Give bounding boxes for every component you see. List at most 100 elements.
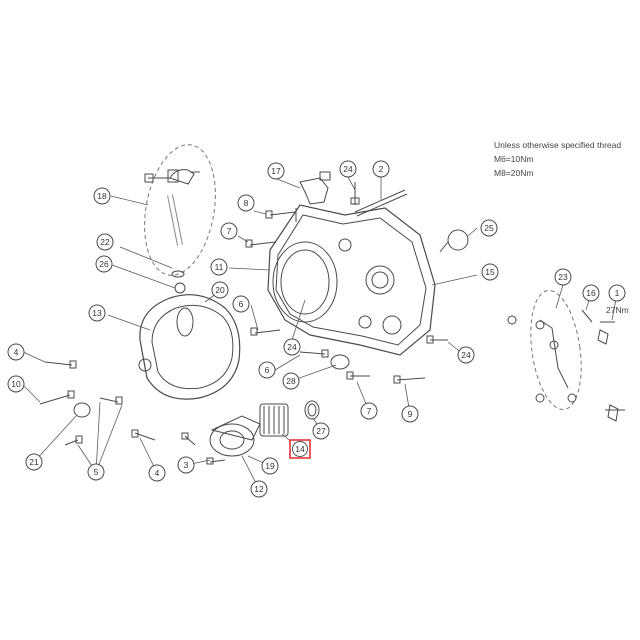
callout-circle	[258, 361, 276, 379]
callout-17: 17	[267, 162, 285, 180]
callout-24: 24	[457, 346, 475, 364]
callout-circle	[608, 284, 626, 302]
callout-number: 21	[29, 457, 39, 467]
callout-number: 5	[94, 467, 99, 477]
callout-circle	[339, 160, 357, 178]
callout-circle	[87, 463, 105, 481]
callout-4: 4	[7, 343, 25, 361]
callout-circle	[283, 338, 301, 356]
callout-circle	[210, 258, 228, 276]
callout-5: 5	[87, 463, 105, 481]
callout-4: 4	[148, 464, 166, 482]
callout-14-highlighted: 14	[289, 439, 311, 459]
callout-27: 27	[312, 422, 330, 440]
callout-number: 13	[92, 308, 102, 318]
callout-number: 17	[271, 166, 281, 176]
callout-21: 21	[25, 453, 43, 471]
callout-circle	[93, 187, 111, 205]
callout-15: 15	[481, 263, 499, 281]
callout-number: 24	[287, 342, 297, 352]
callout-circle	[88, 304, 106, 322]
callout-circle	[457, 346, 475, 364]
callout-number: 23	[558, 272, 568, 282]
torque-note-heading: Unless otherwise specified thread	[494, 140, 622, 150]
callout-number: 4	[14, 347, 19, 357]
callout-circle	[360, 402, 378, 420]
callout-28: 28	[282, 372, 300, 390]
callout-circle	[481, 263, 499, 281]
callout-number: 24	[343, 164, 353, 174]
seal-21	[73, 402, 91, 418]
callout-23: 23	[554, 268, 572, 286]
callout-number: 12	[254, 484, 264, 494]
torque-note: Unless otherwise specified thread M6=10N…	[494, 138, 621, 180]
callout-6: 6	[232, 295, 250, 313]
breather-hose-assembly	[144, 144, 216, 278]
callout-7: 7	[220, 222, 238, 240]
callout-number: 16	[586, 288, 596, 298]
bolts	[39, 177, 625, 465]
callout-number: 27	[316, 426, 326, 436]
callout-7: 7	[360, 402, 378, 420]
callout-circle	[582, 284, 600, 302]
torque-note-m8: M8=20Nm	[494, 168, 534, 178]
leader-lines	[22, 176, 618, 490]
callout-16: 16	[582, 284, 600, 302]
callout-number: 25	[484, 223, 494, 233]
callout-circle	[480, 219, 498, 237]
callout-20: 20	[211, 281, 229, 299]
callout-number: 4	[155, 468, 160, 478]
torque-note-m6: M6=10Nm	[494, 154, 534, 164]
callout-6: 6	[258, 361, 276, 379]
callout-19: 19	[261, 457, 279, 475]
callout-25: 25	[480, 219, 498, 237]
callout-circle	[312, 422, 330, 440]
callout-3: 3	[177, 456, 195, 474]
clutch-cover-housing	[267, 189, 436, 356]
callout-circle	[554, 268, 572, 286]
callout-11: 11	[210, 258, 228, 276]
callout-circle	[250, 480, 268, 498]
drawing-lines	[22, 144, 625, 490]
bracket-17	[295, 171, 331, 222]
callout-1: 1	[608, 284, 626, 302]
callout-number: 1	[615, 288, 620, 298]
callout-8: 8	[237, 194, 255, 212]
callout-number: 9	[408, 409, 413, 419]
callout-number: 11	[215, 262, 224, 272]
callout-number: 22	[100, 237, 110, 247]
callout-number: 2	[379, 164, 384, 174]
highlight-box	[289, 439, 311, 459]
callout-number: 19	[265, 461, 275, 471]
filler-cap	[439, 229, 469, 253]
callout-22: 22	[96, 233, 114, 251]
callout-circle	[25, 453, 43, 471]
callout-number: 18	[97, 191, 107, 201]
torque-27-label: 27Nm	[606, 305, 629, 315]
pipe-assembly-23	[507, 289, 619, 422]
callout-26: 26	[95, 255, 113, 273]
callout-number: 7	[367, 406, 372, 416]
callout-number: 3	[184, 460, 189, 470]
callout-number: 28	[286, 376, 296, 386]
callout-24: 24	[283, 338, 301, 356]
callout-circle	[7, 375, 25, 393]
callout-circle	[96, 233, 114, 251]
callout-number: 10	[11, 379, 21, 389]
o-ring-28	[330, 354, 350, 370]
callout-number: 20	[215, 285, 225, 295]
callout-2: 2	[372, 160, 390, 178]
callout-circle	[237, 194, 255, 212]
callout-number: 14	[295, 444, 305, 454]
callout-number: 7	[227, 226, 232, 236]
callout-circle	[292, 441, 308, 457]
callout-10: 10	[7, 375, 25, 393]
callout-circle	[211, 281, 229, 299]
left-cover	[138, 282, 241, 400]
callout-number: 26	[99, 259, 109, 269]
callout-number: 8	[244, 198, 249, 208]
callout-circle	[401, 405, 419, 423]
callout-24: 24	[339, 160, 357, 178]
